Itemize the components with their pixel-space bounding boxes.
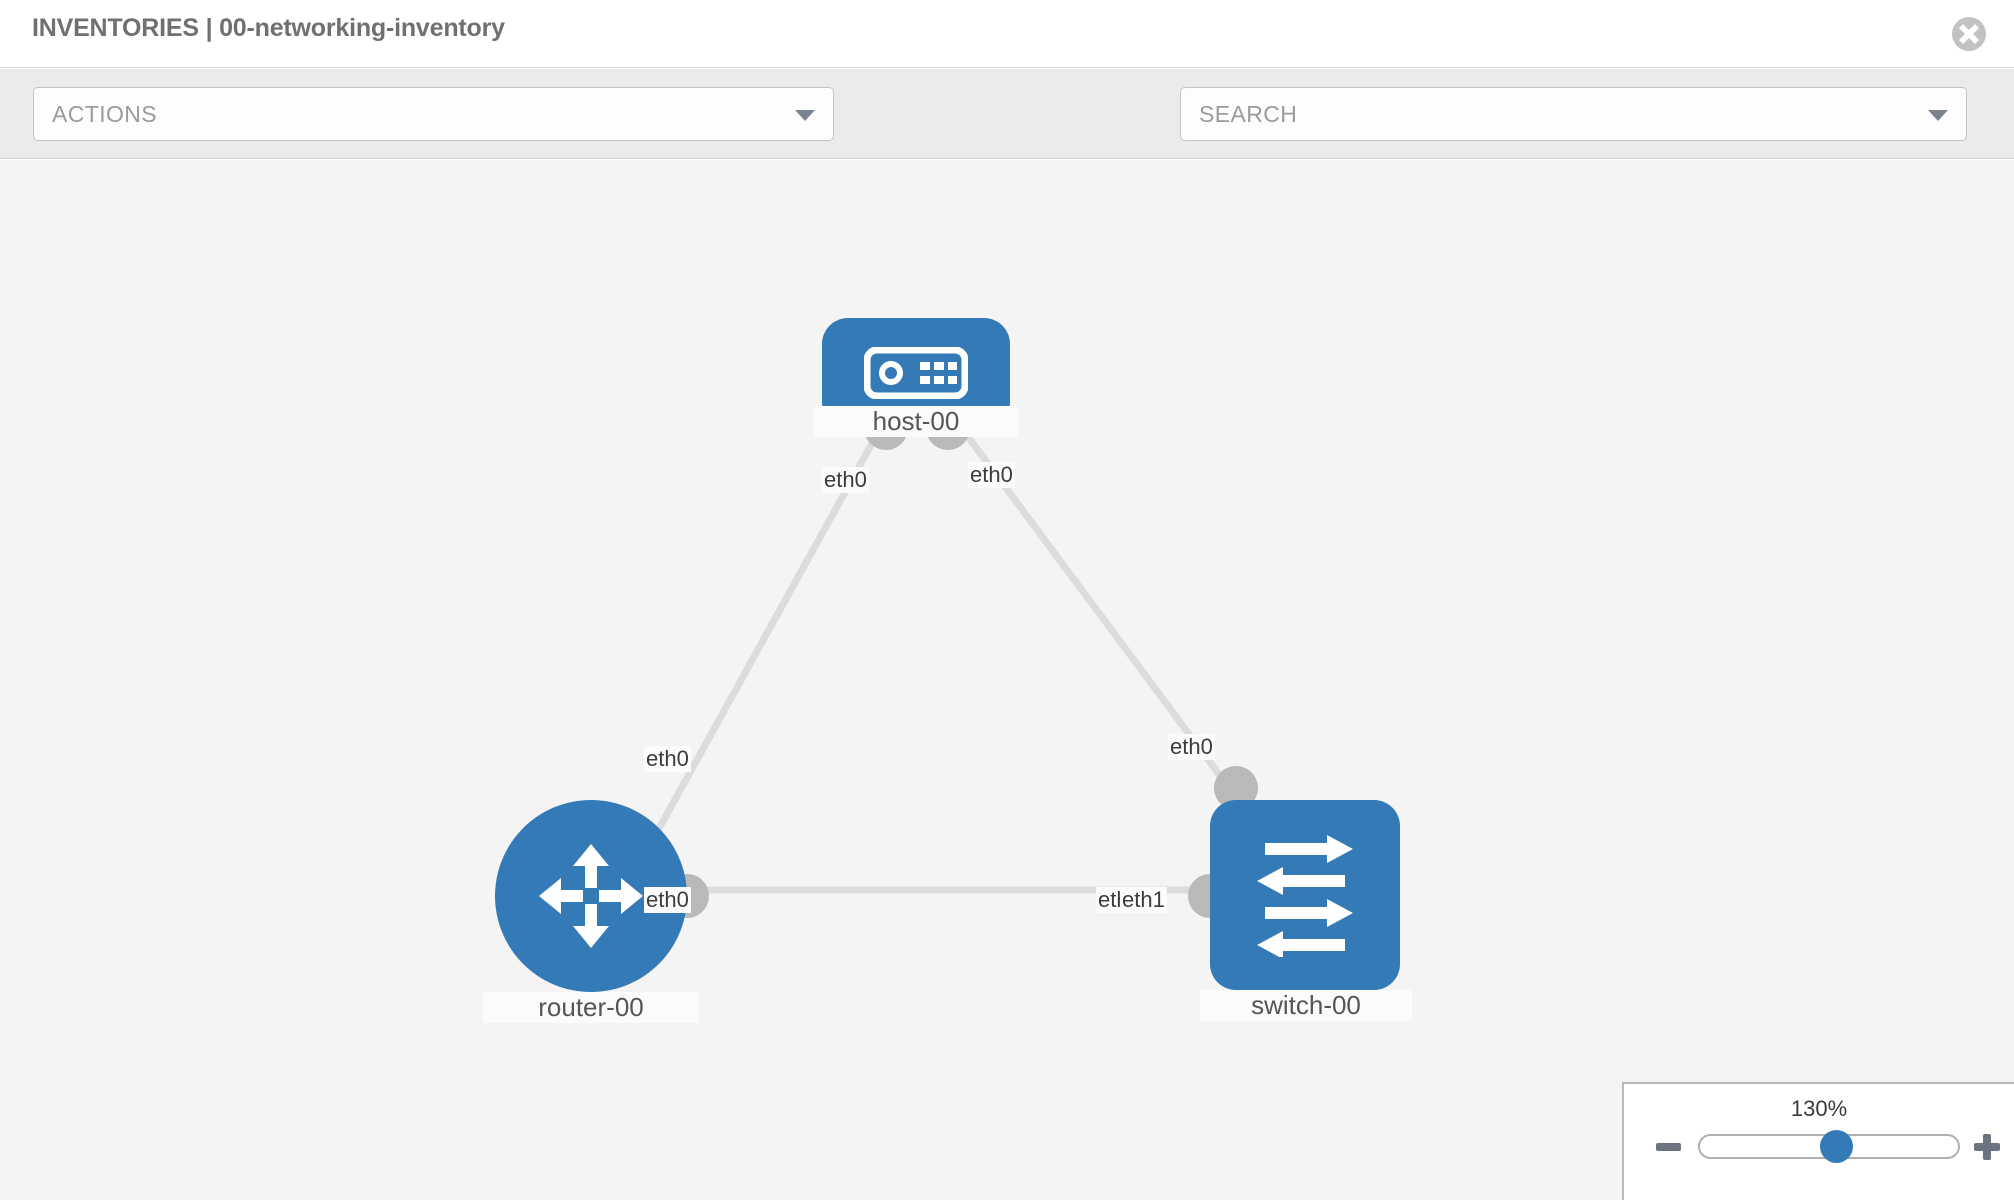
- topology-canvas[interactable]: host-00 eth0 eth0 router-00 eth0 et: [0, 160, 2014, 1200]
- page-header: INVENTORIES | 00-networking-inventory: [0, 0, 2014, 68]
- node-switch-00-label: switch-00: [1200, 990, 1412, 1021]
- zoom-out-button[interactable]: [1656, 1143, 1681, 1151]
- link-host-router[interactable]: [621, 416, 890, 892]
- iface-label-switch-eth1-left: eth1: [1120, 887, 1167, 913]
- iface-label-host-eth0-left: eth0: [822, 467, 869, 493]
- switch-arrows-icon: [1257, 835, 1353, 957]
- server-appliance-icon: [864, 347, 968, 399]
- toolbar: ACTIONS SEARCH: [0, 69, 2014, 196]
- chevron-down-icon: [1928, 110, 1948, 121]
- iface-label-host-eth0-right: eth0: [968, 462, 1015, 488]
- iface-label-router-eth0-right: eth0: [644, 887, 691, 913]
- router-arrows-icon: [539, 844, 643, 948]
- zoom-in-button[interactable]: [1974, 1134, 2000, 1160]
- node-router-00-label: router-00: [483, 992, 699, 1023]
- search-input[interactable]: SEARCH: [1180, 87, 1967, 141]
- zoom-control-panel: 130%: [1622, 1082, 2014, 1200]
- iface-label-switch-eth0-up: eth0: [1168, 734, 1215, 760]
- actions-dropdown[interactable]: ACTIONS: [33, 87, 834, 141]
- iface-label-router-eth0-up: eth0: [644, 746, 691, 772]
- search-placeholder: SEARCH: [1199, 101, 1298, 127]
- node-host-00-label: host-00: [814, 406, 1018, 437]
- close-icon: [1959, 24, 1979, 44]
- actions-dropdown-label: ACTIONS: [52, 101, 158, 127]
- chevron-down-icon: [795, 110, 815, 121]
- page-title: INVENTORIES | 00-networking-inventory: [32, 14, 505, 42]
- zoom-level-value: 130%: [1790, 1096, 1848, 1121]
- topology-links: [621, 415, 1241, 894]
- node-switch-00-shape[interactable]: [1210, 800, 1400, 990]
- zoom-slider-thumb[interactable]: [1820, 1130, 1853, 1163]
- close-button[interactable]: [1952, 17, 1986, 51]
